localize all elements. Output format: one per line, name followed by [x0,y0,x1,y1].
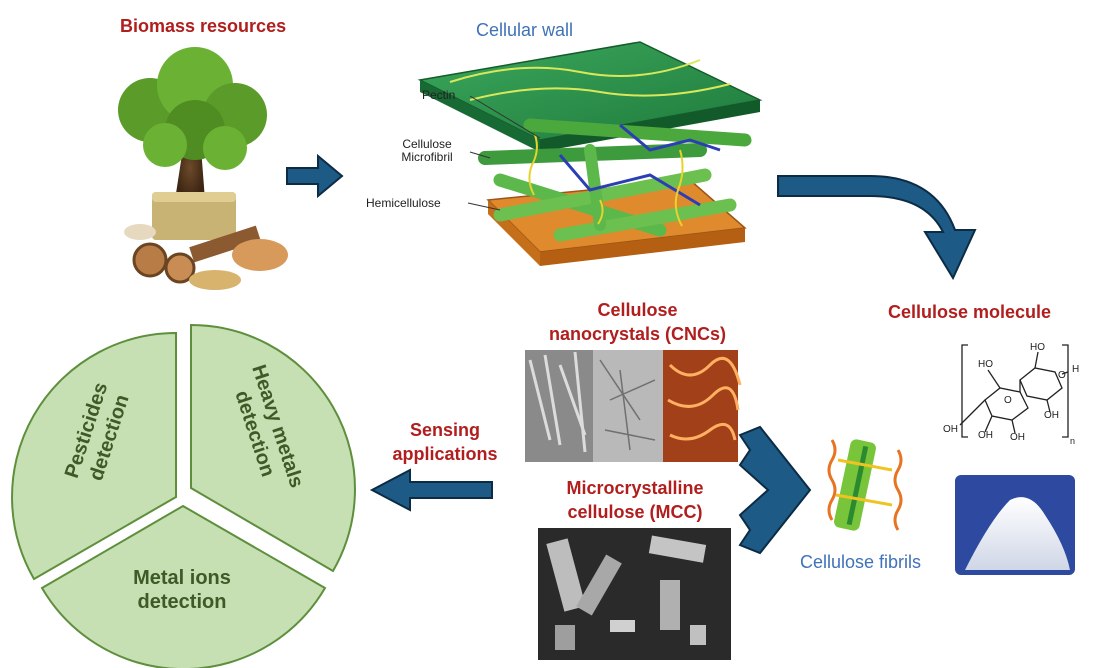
mcc-title: Microcrystalline cellulose (MCC) [540,476,730,524]
tree-illustration [118,47,288,290]
mcc-micrograph [538,528,731,660]
sensing-line1: Sensing [409,420,480,440]
husks [124,224,156,240]
segment-heavy-metals [190,323,356,573]
wood-chips [232,239,288,271]
cellulose-molecule-title: Cellulose molecule [888,302,1052,322]
sensing-line2: applications [392,444,498,464]
chem-oh-label: OH [943,424,958,435]
cellular-wall-title: Cellular wall [476,20,574,40]
cellulose-powder-photo [955,475,1075,575]
cellulose-microfibril-line1: Cellulose [402,137,452,151]
cnc-micrographs [525,350,742,462]
chem-n-label: n [1070,436,1076,446]
hay-bale-top [152,192,236,202]
cellulose-fibrils-illustration [827,439,903,531]
chem-oh-label: OH [978,430,993,441]
tree-foliage [203,126,247,170]
cellulose-fibrils-label: Cellulose fibrils [800,552,922,572]
biomass-resources-title: Biomass resources [120,16,287,36]
log-end [132,242,168,278]
chem-o-label: O [1004,395,1012,406]
hay-bale [152,192,236,240]
sensing-applications-pie [11,323,356,668]
chem-ho-label: HO [978,359,993,370]
segment-metal-ions-line2: detection [137,591,227,613]
cellulose-microfibril-line2: Microfibril [401,150,453,164]
hemicellulose-label: Hemicellulose [366,196,441,210]
cnc-title: Cellulose nanocrystals (CNCs) [530,298,745,346]
chem-ho-label: HO [1030,342,1045,353]
segment-metal-ions-label: Metal ions detection [122,566,242,614]
cnc-title-line1: Cellulose [597,300,678,320]
arrow-to-sensing [369,468,493,512]
chem-oh-label: OH [1044,410,1059,421]
cnc-title-line2: nanocrystals (CNCs) [548,324,727,344]
chem-oh-label: OH [1010,432,1025,443]
grain-pile [189,270,241,290]
segment-metal-ions [40,504,327,668]
arrow-to-cellulose-molecule [777,175,977,281]
mcc-title-line1: Microcrystalline [566,478,704,498]
segment-pesticides [11,331,177,581]
arrow-to-cell-wall [286,153,344,199]
mcc-title-line2: cellulose (MCC) [567,502,703,522]
cellulose-microfibril-label: Cellulose Microfibril [386,138,468,164]
sensing-applications-label: Sensing applications [380,418,510,466]
log [189,225,261,263]
cellulose-molecule-structure [959,344,1069,438]
cell-wall-illustration [417,41,763,266]
tree-foliage [143,123,187,167]
chem-h-label: H [1072,364,1080,375]
segment-metal-ions-line1: Metal ions [133,567,231,589]
log-end [164,252,196,284]
double-arrow-cnc-mcc [738,425,812,555]
chem-o-label: O [1058,370,1066,381]
pectin-label: Pectin [422,88,456,102]
